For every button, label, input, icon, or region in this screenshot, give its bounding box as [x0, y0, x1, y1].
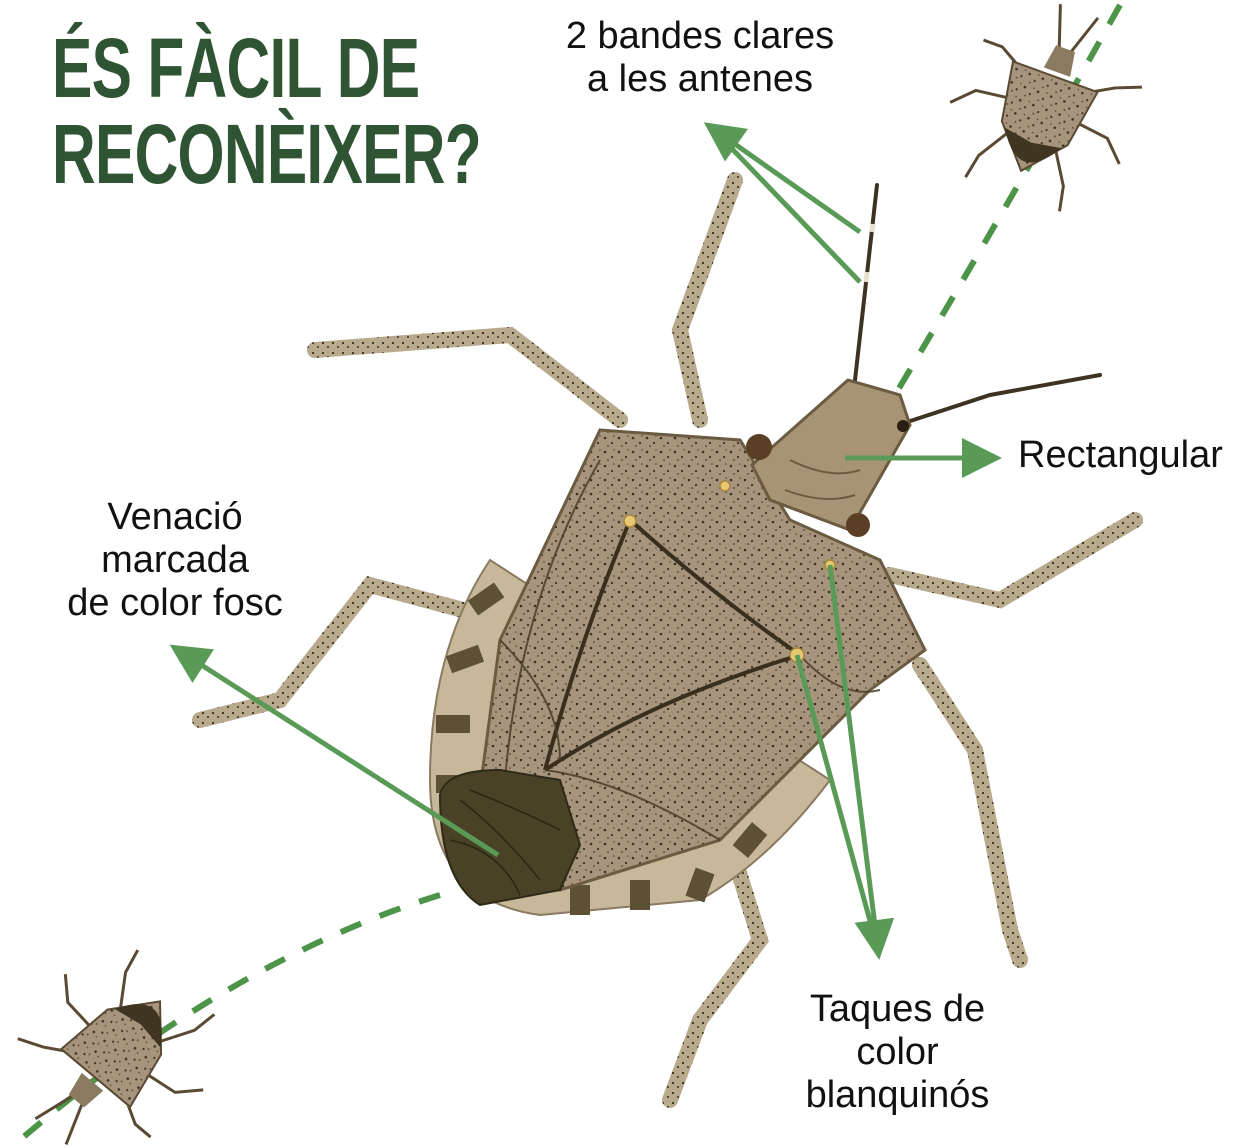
label-venation-line: Venació	[30, 496, 320, 539]
label-venation-line: marcada	[30, 539, 320, 582]
main-bug-antennae	[855, 185, 1100, 425]
label-antennae-line: 2 bandes clares	[520, 15, 880, 58]
label-venation: Venació marcada de color fosc	[30, 496, 320, 625]
label-antennae-line: a les antenes	[520, 58, 880, 101]
flight-path	[880, 5, 1120, 420]
label-spots-line: blanquinós	[770, 1074, 1025, 1117]
page-title-line-2: RECONÈIXER?	[52, 112, 481, 196]
small-bug-top-right	[928, 0, 1164, 225]
label-head-line: Rectangular	[1018, 434, 1223, 477]
label-spots-line: Taques de	[770, 988, 1025, 1031]
label-spots: Taques de color blanquinós	[770, 988, 1025, 1117]
main-bug-membrane	[440, 770, 580, 905]
small-bug-bottom-left	[0, 924, 245, 1148]
label-head-shape: Rectangular	[1018, 434, 1223, 477]
label-antennae: 2 bandes clares a les antenes	[520, 15, 880, 101]
label-venation-line: de color fosc	[30, 582, 320, 625]
page-title-line-1: ÉS FÀCIL DE	[52, 26, 419, 110]
label-spots-line: color	[770, 1031, 1025, 1074]
